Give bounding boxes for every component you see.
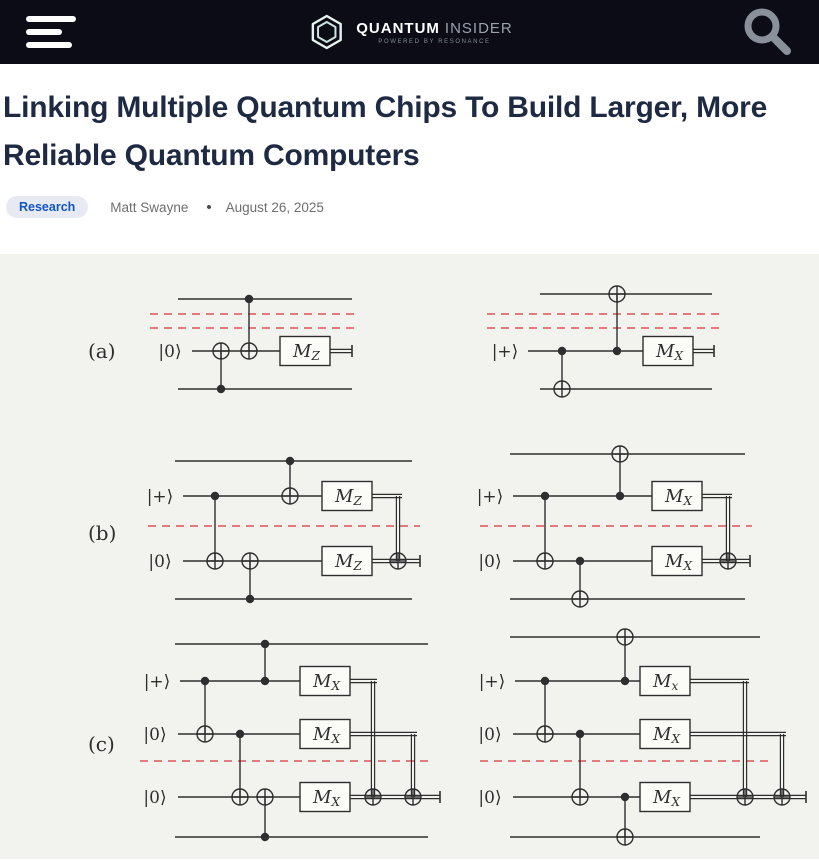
- control-dot: [245, 594, 255, 604]
- control-dot: [235, 729, 245, 739]
- panel-label: (b): [88, 521, 116, 545]
- magnifier-lens-shape: [744, 8, 780, 43]
- control-dot: [200, 676, 210, 686]
- measurement-box: [299, 781, 351, 813]
- qubit-state-label: |0⟩: [478, 552, 501, 572]
- qubit-state-label: |0⟩: [158, 342, 181, 362]
- qubit-state-label: |+⟩: [492, 342, 519, 362]
- hexagon-logo-icon: [311, 14, 342, 50]
- hamburger-icon: [26, 42, 72, 48]
- measurement-box: [279, 335, 331, 367]
- control-dot: [540, 491, 550, 501]
- qubit-state-label: |+⟩: [144, 672, 171, 692]
- measurement-box: [299, 718, 351, 750]
- measurement-box: [651, 480, 703, 512]
- control-dot: [244, 294, 254, 304]
- circuit-a-left: MZ|0⟩: [150, 294, 360, 394]
- control-dot: [260, 676, 270, 686]
- hamburger-icon: [26, 29, 62, 35]
- control-dot: [575, 556, 585, 566]
- qubit-state-label: |+⟩: [477, 487, 504, 507]
- menu-button[interactable]: [26, 16, 76, 48]
- measurement-box: [642, 335, 694, 367]
- author-link[interactable]: Matt Swayne: [110, 199, 189, 215]
- control-dot: [540, 676, 550, 686]
- control-dot: [260, 639, 270, 649]
- hamburger-icon: [26, 16, 76, 22]
- article-main: Linking Multiple Quantum Chips To Build …: [0, 84, 819, 859]
- control-dot: [615, 491, 625, 501]
- control-dot: [620, 792, 630, 802]
- control-dot: [557, 346, 567, 356]
- control-dot: [620, 676, 630, 686]
- qubit-state-label: |0⟩: [143, 788, 166, 808]
- measurement-box: [651, 545, 703, 577]
- article-meta: Research Matt Swayne • August 26, 2025: [6, 196, 819, 218]
- measurement-box: [639, 665, 691, 697]
- qubit-state-label: |0⟩: [478, 788, 501, 808]
- search-icon: [744, 8, 791, 55]
- panel-label: (c): [88, 732, 115, 756]
- panel-label: (a): [88, 339, 116, 363]
- control-dot: [575, 729, 585, 739]
- circuit-a-right: MX|+⟩: [487, 285, 720, 398]
- hexagon-outer-shape: [311, 14, 342, 50]
- logo-secondary-text: INSIDER: [444, 19, 513, 37]
- hexagon-inner-shape: [316, 21, 336, 43]
- magnifier-handle-shape: [769, 32, 791, 55]
- measurement-box: [639, 718, 691, 750]
- control-dot: [210, 491, 220, 501]
- control-dot: [216, 384, 226, 394]
- measurement-box: [321, 545, 373, 577]
- qubit-state-label: |+⟩: [147, 487, 174, 507]
- qubit-state-label: |0⟩: [148, 552, 171, 572]
- meta-separator-dot: •: [206, 198, 212, 216]
- qubit-state-label: |+⟩: [479, 672, 506, 692]
- control-dot: [260, 832, 270, 842]
- search-button[interactable]: [741, 5, 793, 60]
- control-dot: [285, 456, 295, 466]
- category-badge[interactable]: Research: [6, 196, 89, 218]
- article-title-line1: Linking Multiple Quantum Chips To Build …: [3, 91, 768, 124]
- qubit-state-label: |0⟩: [478, 725, 501, 745]
- logo-tagline: POWERED BY RESONANCE: [378, 38, 491, 45]
- measurement-box: [321, 480, 373, 512]
- article-title-line2: Reliable Quantum Computers: [3, 139, 420, 172]
- control-dot: [612, 346, 622, 356]
- publish-date: August 26, 2025: [225, 199, 324, 215]
- measurement-box: [299, 665, 351, 697]
- circuit-figure-svg: (a)(b)(c)MZ|0⟩MX|+⟩MZMZ|+⟩|0⟩MXMX|+⟩|0⟩M…: [88, 285, 807, 846]
- measurement-box: [639, 781, 691, 813]
- logo-primary-text: QUANTUM: [356, 19, 440, 37]
- qubit-state-label: |0⟩: [143, 725, 166, 745]
- article-title: Linking Multiple Quantum Chips To Build …: [3, 84, 809, 180]
